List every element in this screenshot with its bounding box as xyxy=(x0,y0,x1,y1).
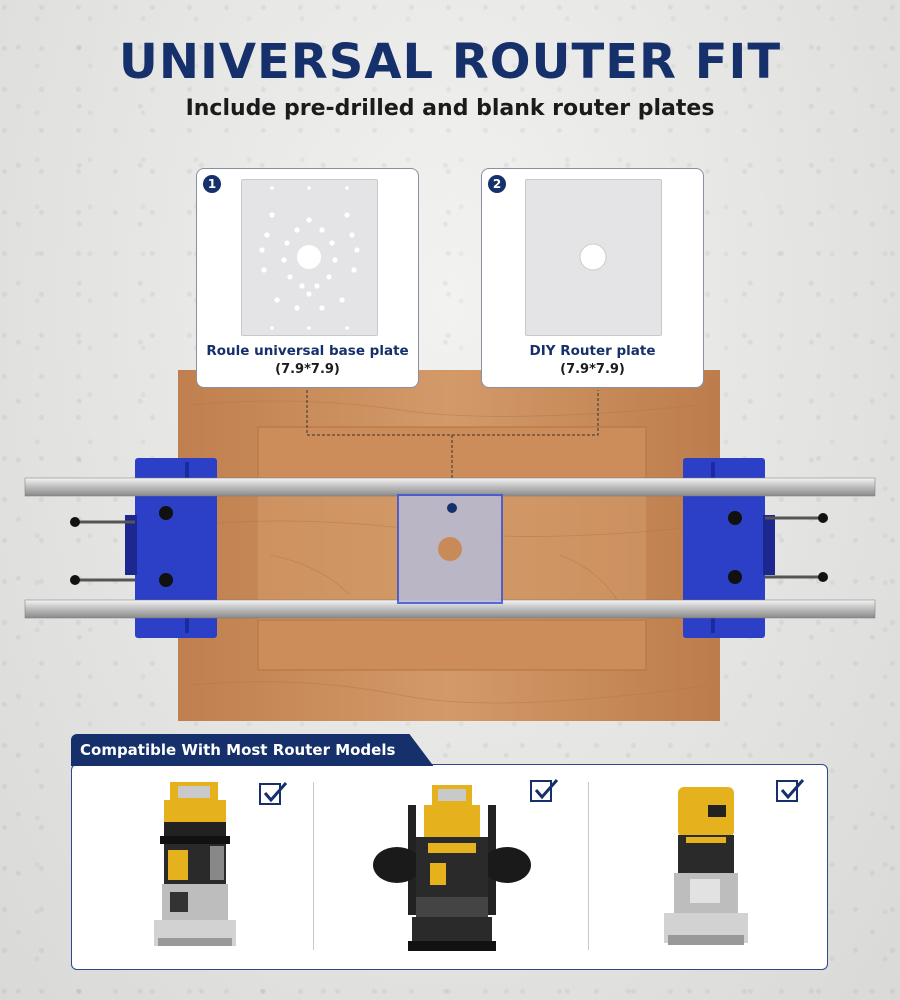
plate-card-universal: 1 Roule universal base plate (7.9 xyxy=(196,168,419,388)
plate-name: DIY Router plate xyxy=(529,343,656,359)
dashed-guide xyxy=(306,390,599,505)
top-rail xyxy=(24,477,876,497)
compact-router-icon xyxy=(154,782,236,946)
plate-card-diy: 2 DIY Router plate (7.9*7.9) xyxy=(481,168,704,388)
plunge-router-icon xyxy=(373,785,531,951)
plate-size: (7.9*7.9) xyxy=(275,362,340,377)
plate-size: (7.9*7.9) xyxy=(560,362,625,377)
left-jig-block xyxy=(70,458,217,638)
predrilled-plate-image xyxy=(241,179,378,336)
check-icon xyxy=(530,779,559,802)
compatible-heading: Compatible With Most Router Models xyxy=(71,734,433,766)
page-title: UNIVERSAL ROUTER FIT xyxy=(118,34,782,90)
wood-panel-bottom xyxy=(257,619,647,671)
check-icon xyxy=(776,779,805,802)
blank-plate-image xyxy=(525,179,662,336)
trim-router-icon xyxy=(664,787,748,945)
divider xyxy=(313,782,314,950)
number-badge: 2 xyxy=(488,175,506,193)
router-jig-illustration xyxy=(24,370,876,721)
right-jig-block xyxy=(683,458,828,638)
number-badge: 1 xyxy=(203,175,221,193)
plate-name: Roule universal base plate xyxy=(206,343,409,359)
check-icon xyxy=(259,782,288,805)
divider xyxy=(588,782,589,950)
plate-bit-hole xyxy=(438,537,462,561)
page-subtitle: Include pre-drilled and blank router pla… xyxy=(185,96,715,121)
